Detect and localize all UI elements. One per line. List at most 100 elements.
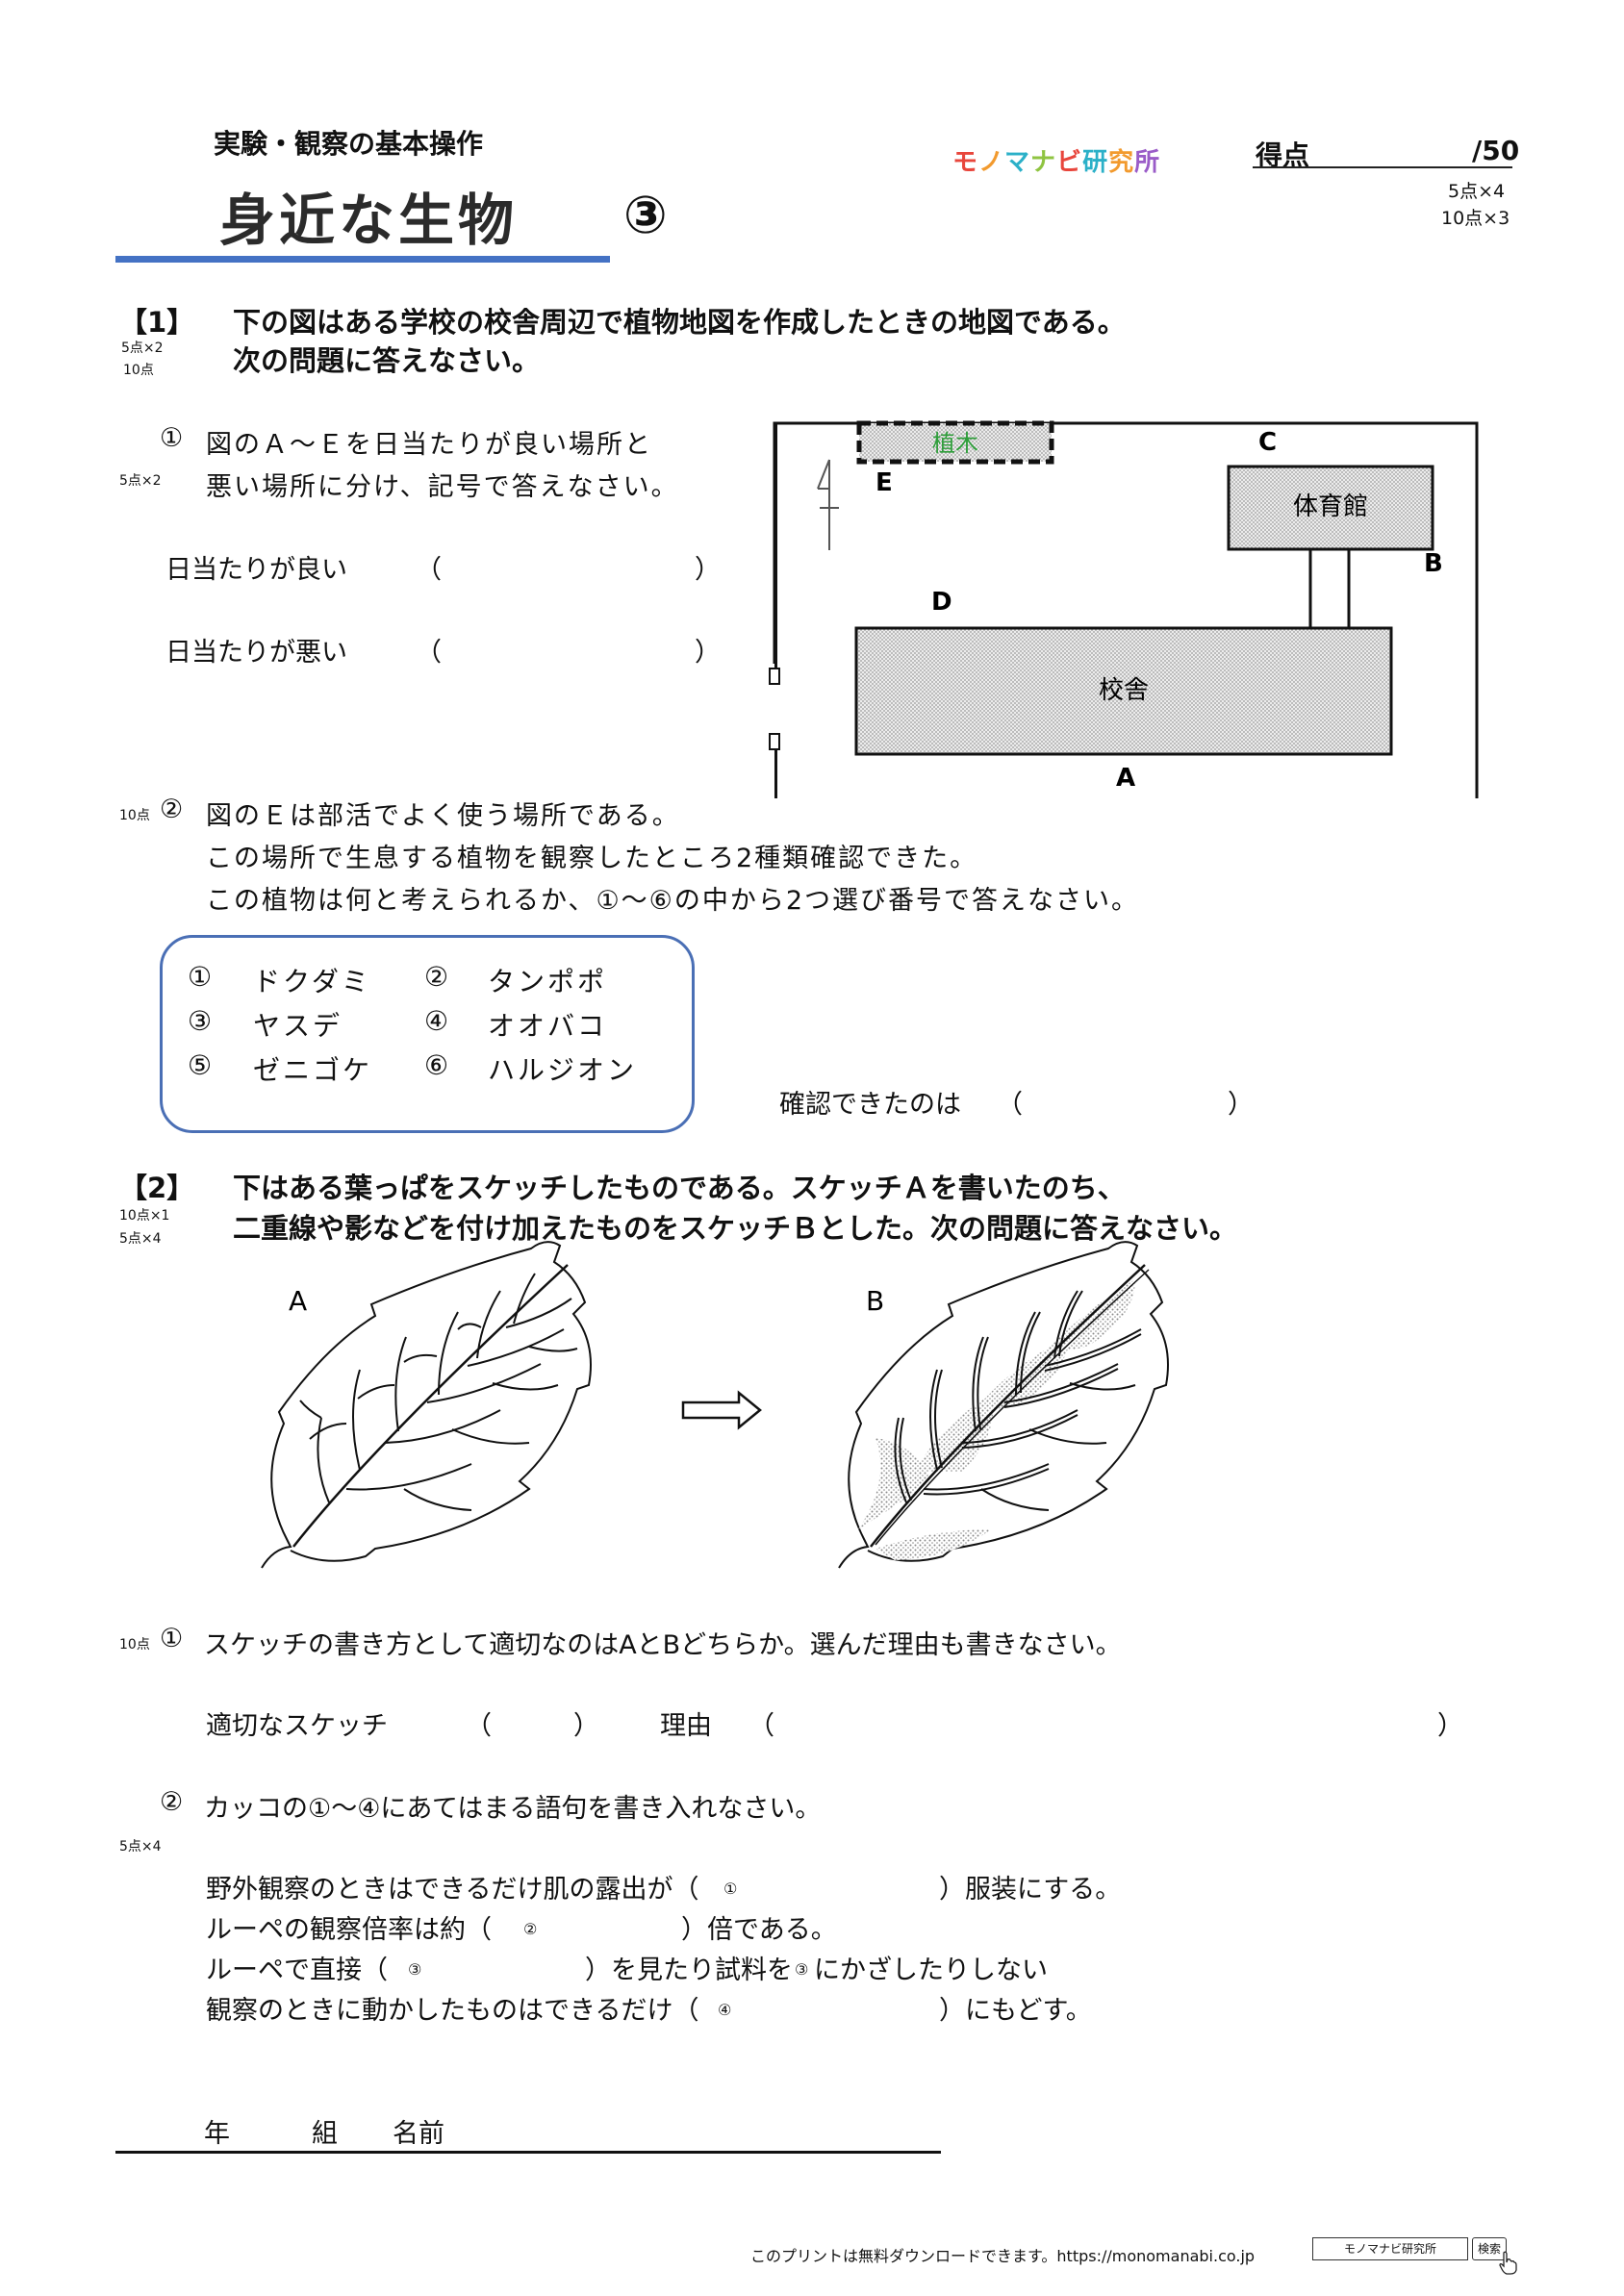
blank-4-field[interactable] (737, 1987, 935, 2024)
appropriate-sketch-field[interactable] (495, 1701, 570, 1737)
download-note: このプリントは無料ダウンロードできます。https://monomanabi.c… (750, 2247, 1256, 2265)
blank-2-field[interactable] (543, 1906, 677, 1943)
name-underline (115, 2151, 941, 2154)
map-letter-b: B (1424, 549, 1443, 578)
hand-cursor-icon (1499, 2251, 1517, 2275)
score-label: 得点 (1256, 139, 1310, 171)
option-3-number: ③ (188, 1005, 213, 1037)
blank-3-field[interactable] (427, 1947, 581, 1983)
sketch-a-label: A (289, 1285, 307, 1317)
plant-map: 植木 E C 体育館 B D 校舎 A (765, 420, 1479, 798)
option-6-name: ハルジオン (488, 1054, 638, 1086)
section2-points-1: 10点×1 (119, 1208, 170, 1224)
leaf-sketch-a (261, 1241, 592, 1569)
option-1-name: ドクダミ (253, 966, 371, 997)
section1-points-1: 5点×2 (121, 341, 164, 356)
s1-q1-points: 5点×2 (119, 473, 162, 489)
score-note-1: 5点×4 (1448, 181, 1506, 202)
s2-q1-points: 10点 (119, 1637, 150, 1653)
appropriate-sketch-open: （ (466, 1711, 492, 1741)
reason-close: ） (1437, 1711, 1463, 1741)
section2-intro-2: 二重線や影などを付け加えたものをスケッチＢとした。次の問題に答えなさい。 (233, 1212, 1238, 1245)
s2-q2-points: 5点×4 (119, 1839, 162, 1854)
map-letter-a: A (1116, 764, 1135, 793)
year-label: 年 (204, 2119, 230, 2149)
confirmed-answer-open: （ (997, 1090, 1023, 1120)
right-arrow-icon (681, 1390, 762, 1430)
appropriate-sketch-label: 適切なスケッチ (206, 1711, 388, 1741)
sunny-label: 日当たりが良い (165, 555, 347, 585)
section2-label: 【2】 (119, 1172, 195, 1204)
section2-points-2: 5点×4 (119, 1231, 162, 1247)
brand-logo-char: モ (952, 148, 979, 177)
fill-line-3-post: にかざしたりしない (814, 1955, 1048, 1985)
score-note-2: 10点×3 (1441, 208, 1510, 229)
appropriate-sketch-close: ） (573, 1711, 599, 1741)
gate-post-upper (769, 668, 780, 685)
brand-logo-char: 所 (1134, 148, 1161, 177)
leaf-sketches: A B (261, 1241, 1169, 1569)
s2-q1-number: ① (160, 1624, 184, 1653)
reason-field[interactable] (777, 1701, 1432, 1737)
worksheet-title: 身近な生物 (219, 188, 519, 253)
brand-logo-char: ノ (978, 148, 1005, 177)
sunny-answer-close: ） (695, 555, 721, 585)
section1-intro-2: 次の問題に答えなさい。 (233, 344, 541, 377)
fill-line-3-pre: ルーペで直接（ (206, 1955, 388, 1985)
brand-logo-char: 究 (1108, 148, 1135, 177)
map-letter-e: E (875, 468, 893, 497)
worksheet-number: ③ (623, 185, 668, 245)
name-label: 名前 (393, 2119, 444, 2149)
fill-line-3-num2: ③ (795, 1960, 809, 1979)
trees-area (856, 420, 1054, 465)
s2-q1-text: スケッチの書き方として適切なのはAとBどちらか。選んだ理由も書きなさい。 (204, 1630, 1122, 1660)
school-label: 校舎 (1099, 676, 1149, 705)
fill-line-4-num: ④ (718, 2001, 732, 2019)
leaf-sketch-b (838, 1241, 1169, 1569)
confirmed-answer-close: ） (1228, 1090, 1254, 1120)
blank-1-field[interactable] (743, 1866, 935, 1903)
option-4-name: オオバコ (488, 1010, 608, 1042)
trees-label: 植木 (932, 430, 978, 457)
option-6-number: ⑥ (424, 1049, 449, 1081)
brand-logo-char: ビ (1056, 148, 1083, 177)
brand-logo-char: マ (1004, 148, 1031, 177)
shady-answer-open: （ (416, 638, 442, 668)
s1-q2-points: 10点 (119, 808, 150, 823)
fill-line-1-pre: 野外観察のときはできるだけ肌の露出が（ (206, 1875, 699, 1905)
fill-line-3-mid: ）を見たり試料を (585, 1955, 793, 1985)
s1-q2-text-2: この場所で生息する植物を観察したところ2種類確認できた。 (206, 844, 978, 873)
brand-logo-char: 研 (1082, 148, 1109, 177)
name-field[interactable] (423, 2108, 933, 2147)
option-2-name: タンポポ (488, 966, 608, 997)
gate-post-lower (769, 733, 780, 750)
confirmed-answer-field[interactable] (1026, 1079, 1222, 1116)
s1-q1-text-2: 悪い場所に分け、記号で答えなさい。 (206, 472, 679, 502)
sketch-b-label: B (866, 1285, 884, 1317)
section1-intro-1: 下の図はある学校の校舎周辺で植物地図を作成したときの地図である。 (233, 306, 1126, 339)
reason-open: （ (749, 1711, 774, 1741)
fill-line-2-pre: ルーペの観察倍率は約（ (206, 1915, 492, 1945)
gym-building (1227, 465, 1434, 551)
brand-logo: モノマナビ研究所 (952, 142, 1160, 178)
search-box[interactable]: モノマナビ研究所 (1312, 2237, 1468, 2260)
worksheet-subtitle: 実験・観察の基本操作 (214, 128, 484, 160)
confirmed-label: 確認できたのは (779, 1090, 961, 1120)
shady-answer-field[interactable] (444, 629, 691, 666)
map-letter-d: D (931, 588, 952, 617)
plant-options-box: ① ドクダミ ② タンポポ ③ ヤスデ ④ オオバコ ⑤ ゼニゴケ ⑥ ハルジオ… (160, 935, 695, 1133)
option-2-number: ② (424, 961, 449, 993)
class-label: 組 (312, 2119, 338, 2149)
fill-line-3-num: ③ (408, 1960, 422, 1979)
search-button[interactable]: 検索 (1472, 2237, 1507, 2260)
sunny-answer-field[interactable] (444, 546, 691, 583)
s1-q2-number: ② (160, 795, 184, 824)
north-arrow-icon (817, 459, 839, 550)
fill-line-1-post: ）服装にする。 (939, 1875, 1122, 1905)
s1-q2-text-3: この植物は何と考えられるか、①～⑥の中から2つ選び番号で答えなさい。 (206, 886, 1140, 916)
s2-q2-text: カッコの①～④にあてはまる語句を書き入れなさい。 (204, 1794, 822, 1824)
shady-answer-close: ） (695, 638, 721, 668)
gym-label: 体育館 (1293, 492, 1368, 521)
fill-line-4-pre: 観察のときに動かしたものはできるだけ（ (206, 1996, 699, 2026)
map-letter-c: C (1258, 428, 1277, 457)
